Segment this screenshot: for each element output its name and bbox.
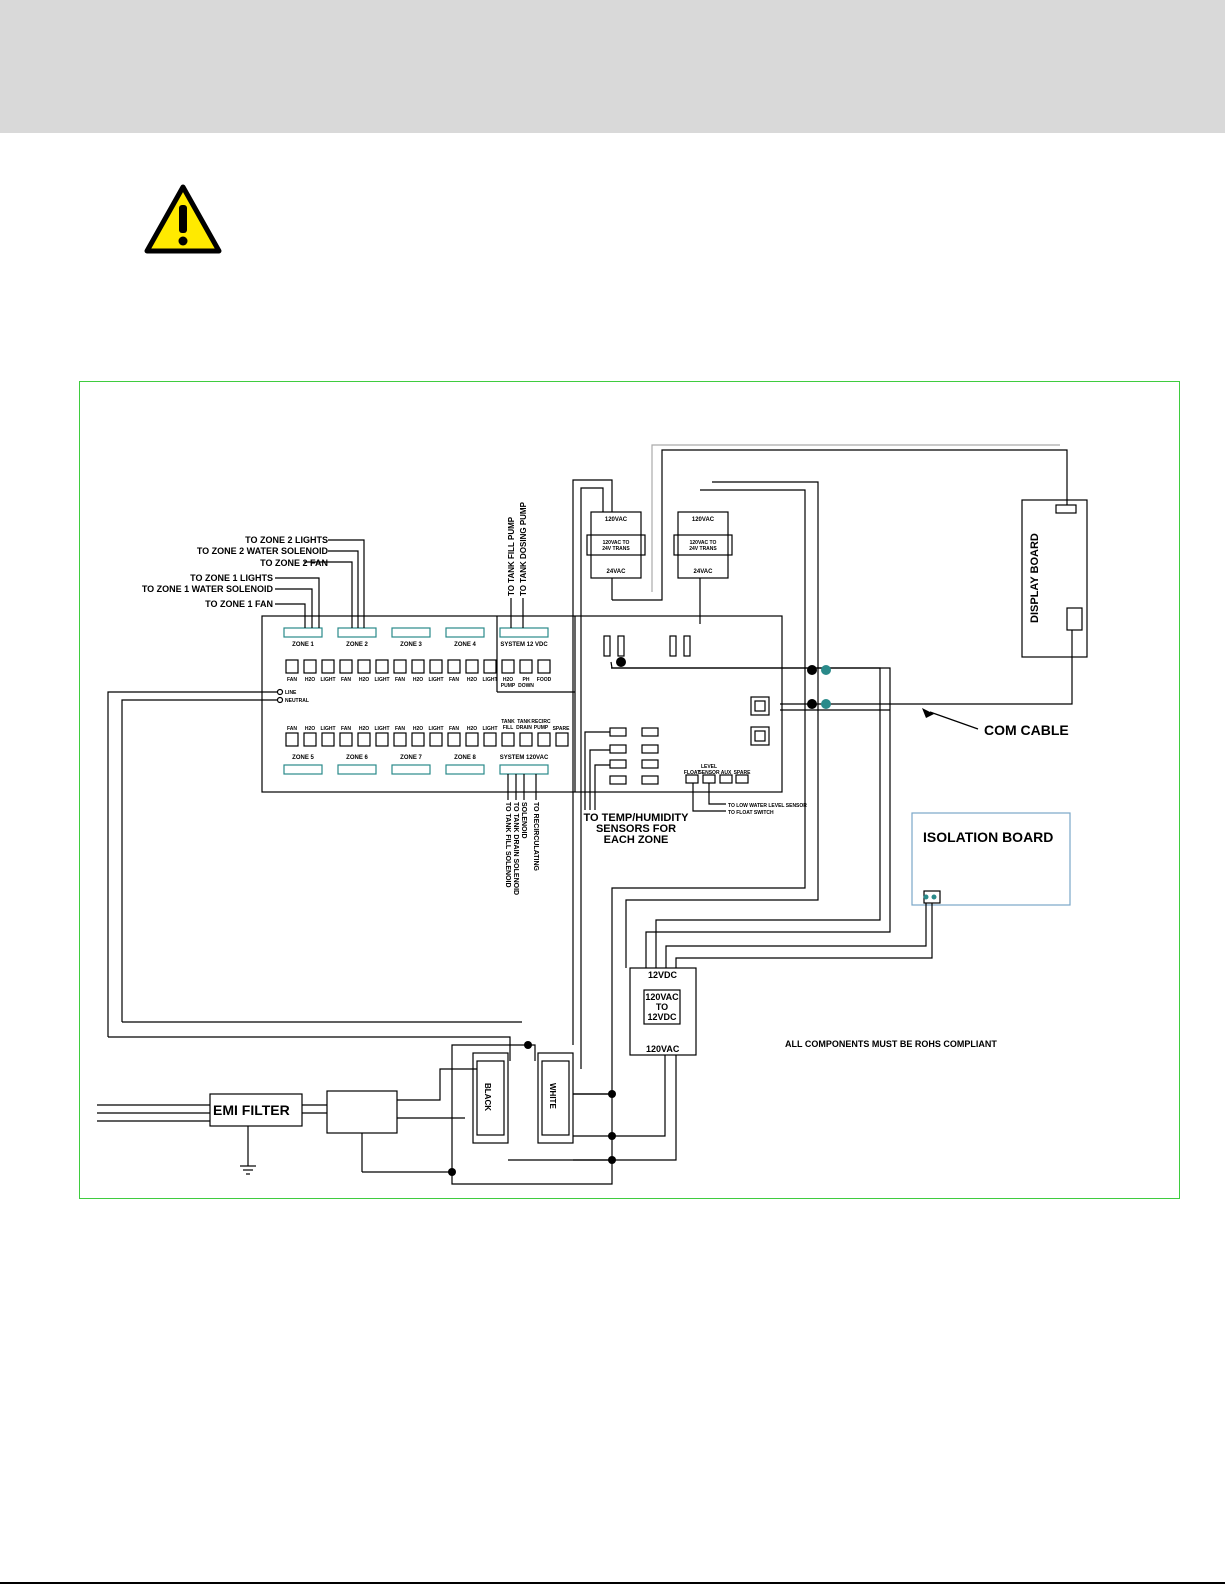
diagram-label: H2O [359, 677, 369, 683]
diagram-label: 24V TRANS [689, 546, 717, 552]
diagram-label: 24VAC [607, 569, 627, 575]
label-zone2-lights: TO ZONE 2 LIGHTS [245, 535, 328, 545]
diagram-label: 120VAC TO [603, 540, 630, 546]
wiring-diagram-frame [79, 381, 1180, 1199]
bottom-rule [0, 1582, 1225, 1584]
diagram-label: TANK [501, 719, 515, 725]
zone2-label: ZONE 2 [346, 642, 368, 648]
psu-120vac-label: 120VAC [646, 1044, 680, 1054]
diagram-label: H2O [413, 677, 423, 683]
diagram-label: LEVEL [701, 764, 717, 770]
neutral-label: NEUTRAL [285, 698, 309, 704]
diagram-label: AUX [721, 770, 732, 776]
diagram-label: FAN [341, 726, 351, 732]
diagram-label: LIGHT [321, 726, 336, 732]
line-label: LINE [285, 690, 297, 696]
diagram-label: PUMP [501, 683, 516, 689]
diagram-label: 120VAC [645, 992, 679, 1002]
diagram-label: LIGHT [483, 726, 498, 732]
diagram-label: LIGHT [375, 726, 390, 732]
diagram-label: DOWN [518, 683, 534, 689]
diagram-label: H2O [413, 726, 423, 732]
black-block-label: BLACK [483, 1083, 492, 1111]
diagram-label: SENSOR [698, 770, 720, 776]
diagram-label: H2O [359, 726, 369, 732]
diagram-label: H2O [305, 726, 315, 732]
zone4-label: ZONE 4 [454, 642, 476, 648]
label-tank-fill-pump: TO TANK FILL PUMP [507, 516, 516, 596]
label-zone2-water-solenoid: TO ZONE 2 WATER SOLENOID [197, 546, 329, 556]
diagram-label: PUMP [534, 725, 549, 731]
warning-triangle-icon [144, 184, 222, 254]
zone8-label: ZONE 8 [454, 755, 476, 761]
diagram-label: FLOAT [684, 770, 700, 776]
temp-humidity-label-1: TO TEMP/HUMIDITY [584, 812, 690, 824]
diagram-label: PH [523, 677, 530, 683]
diagram-label: DRAIN [516, 725, 532, 731]
emi-filter-label: EMI FILTER [213, 1102, 290, 1118]
diagram-label: LIGHT [429, 726, 444, 732]
header-band [0, 0, 1225, 133]
diagram-label: H2O [503, 677, 513, 683]
diagram-label: FAN [395, 726, 405, 732]
isolation-board-label: ISOLATION BOARD [923, 829, 1053, 845]
zone7-label: ZONE 7 [400, 755, 422, 761]
diagram-label: TO FLOAT SWITCH [728, 810, 774, 816]
diagram-label: FAN [287, 726, 297, 732]
diagram-label: TO LOW WATER LEVEL SENSOR [728, 803, 807, 809]
label-tank-fill-solenoid: TO TANK FILL SOLENOID [504, 802, 511, 888]
temp-humidity-label-2: SENSORS FOR [596, 823, 676, 835]
diagram-label: SPARE [553, 726, 571, 732]
label-zone1-water-solenoid: TO ZONE 1 WATER SOLENOID [142, 584, 274, 594]
system-120vac-label: SYSTEM 120VAC [500, 755, 549, 761]
zone5-label: ZONE 5 [292, 755, 314, 761]
label-tank-dosing-pump: TO TANK DOSING PUMP [519, 501, 528, 596]
diagram-label: LIGHT [429, 677, 444, 683]
display-board-label: DISPLAY BOARD [1029, 533, 1041, 623]
zone6-label: ZONE 6 [346, 755, 368, 761]
psu-12vdc-label: 12VDC [648, 970, 678, 980]
diagram-label: LIGHT [321, 677, 336, 683]
diagram-label: 24VAC [694, 569, 714, 575]
temp-humidity-label-3: EACH ZONE [604, 834, 669, 846]
zone3-label: ZONE 3 [400, 642, 422, 648]
diagram-label: TANK [517, 719, 531, 725]
diagram-label: 120VAC [605, 517, 628, 523]
label-zone2-fan: TO ZONE 2 FAN [260, 558, 328, 568]
diagram-label: 24V TRANS [602, 546, 630, 552]
label-solenoid: SOLENOID [520, 802, 527, 839]
rohs-note: ALL COMPONENTS MUST BE ROHS COMPLIANT [785, 1039, 997, 1049]
diagram-label: LIGHT [375, 677, 390, 683]
label-recirculating: TO RECIRCULATING [532, 802, 539, 872]
diagram-label: 12VDC [647, 1012, 677, 1022]
system-12vdc-label: SYSTEM 12 VDC [500, 642, 548, 648]
diagram-label: FAN [449, 726, 459, 732]
com-cable-label: COM CABLE [984, 722, 1069, 738]
diagram-label: TO [656, 1002, 668, 1012]
diagram-label: FOOD [537, 677, 552, 683]
zone1-label: ZONE 1 [292, 642, 314, 648]
diagram-label: FILL [503, 725, 514, 731]
diagram-label: FAN [449, 677, 459, 683]
diagram-label: H2O [467, 677, 477, 683]
diagram-label: 120VAC TO [690, 540, 717, 546]
label-zone1-lights: TO ZONE 1 LIGHTS [190, 573, 273, 583]
diagram-label: FAN [287, 677, 297, 683]
diagram-label: LIGHT [483, 677, 498, 683]
label-tank-drain-solenoid: TO TANK DRAIN SOLENOID [512, 802, 519, 895]
diagram-label: 120VAC [692, 517, 715, 523]
diagram-label: H2O [467, 726, 477, 732]
label-zone1-fan: TO ZONE 1 FAN [205, 599, 273, 609]
white-block-label: WHITE [548, 1083, 557, 1109]
diagram-label: H2O [305, 677, 315, 683]
diagram-label: FAN [341, 677, 351, 683]
diagram-label: RECIRC [531, 719, 551, 725]
diagram-label: FAN [395, 677, 405, 683]
diagram-label: SPARE [734, 770, 752, 776]
